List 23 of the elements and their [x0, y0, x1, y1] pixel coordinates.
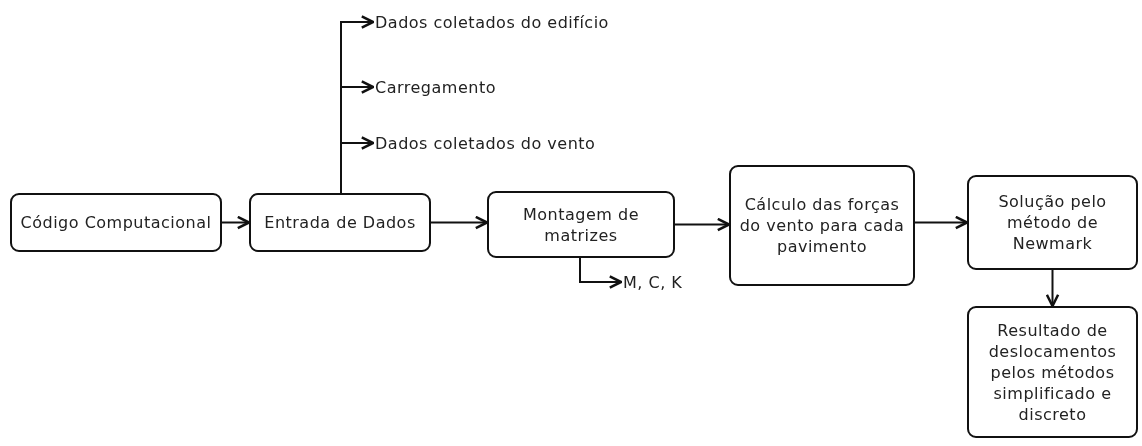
process-box — [729, 165, 915, 286]
node-label: Solução pelo método de Newmark — [997, 191, 1108, 254]
arrow — [914, 215, 969, 230]
node-label: Código Computacional — [20, 212, 212, 233]
node-label: Cálculo das forças do vento para cada pavimento — [739, 194, 905, 257]
arrow — [340, 136, 375, 194]
node-label: M, C, K — [623, 271, 683, 293]
node-label: Montagem de matrizes — [522, 203, 640, 246]
node-label: Dados coletados do edifício — [375, 11, 609, 33]
process-box — [10, 193, 222, 252]
arrow — [674, 217, 731, 232]
node-label: Carregamento — [375, 76, 496, 98]
process-box — [249, 193, 431, 252]
arrow — [579, 257, 623, 289]
arrow — [430, 215, 489, 230]
process-box — [967, 306, 1138, 438]
arrow — [221, 215, 251, 230]
process-box — [967, 175, 1138, 270]
arrow — [1045, 269, 1060, 308]
process-box — [487, 191, 675, 258]
node-label: Entrada de Dados — [264, 212, 416, 233]
node-label: Resultado de deslocamentos pelos métodos simplificado e discreto — [987, 319, 1118, 425]
node-label: Dados coletados do vento — [375, 132, 596, 154]
